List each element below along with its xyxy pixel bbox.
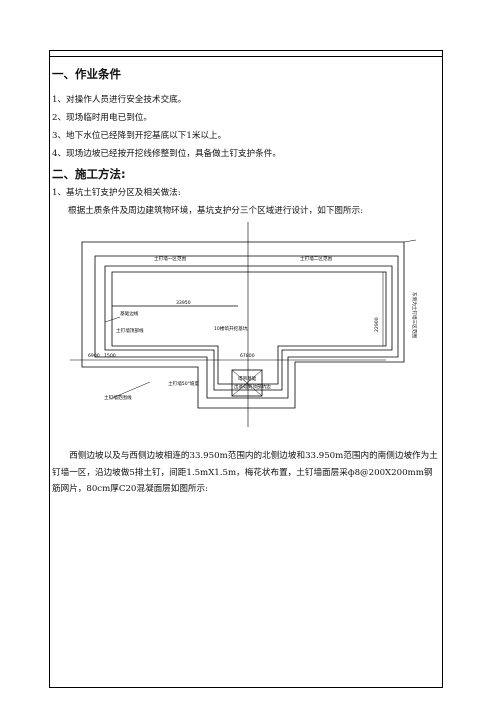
dim-22900: 22900 bbox=[374, 317, 380, 332]
label-slope: 土钉墙50°坡度 bbox=[168, 380, 200, 387]
section2-sub1: 1、基坑土钉支护分区及相关做法: bbox=[52, 188, 181, 198]
dim-6900: 6900 bbox=[88, 353, 100, 359]
zone2-label: 土钉墙二区范围 bbox=[300, 255, 333, 262]
wall-range-outer bbox=[81, 241, 405, 409]
pit-line bbox=[111, 271, 387, 385]
section1-item-3: 3、地下水位已经降到开挖基底以下1米以上。 bbox=[52, 131, 227, 141]
label-wall-range: 土钉墙范围线 bbox=[104, 394, 132, 401]
base-edge-line bbox=[104, 265, 393, 391]
table-top-bar bbox=[49, 50, 443, 57]
zoning-diagram: 土钉墙一区范围 土钉墙二区范围 33950 基础边线 土钉墙顶部线 10楼筑开挖… bbox=[70, 222, 418, 427]
section1-item-4: 4、现场边坡已经按开挖线修整到位，具备做土钉支护条件。 bbox=[52, 149, 281, 159]
section2-intro: 根据土质条件及周边建筑物环境，基坑支护分三个区域进行设计，如下图所示: bbox=[68, 206, 364, 216]
section1-item-1: 1、对操作人员进行安全技术交底。 bbox=[52, 95, 187, 105]
label-tenth-floor: 10楼筑开挖基坑 bbox=[214, 325, 248, 332]
zone1-label: 土钉墙一区范围 bbox=[154, 255, 187, 262]
section1-heading: 一、作业条件 bbox=[52, 67, 121, 81]
section2-heading: 二、施工方法: bbox=[52, 167, 126, 181]
wall-top-line bbox=[94, 255, 399, 399]
zone3-label: 东侧为土钉墙三区范围 bbox=[411, 292, 418, 338]
document-frame bbox=[49, 56, 443, 688]
dim-1500: 1500 bbox=[104, 353, 116, 359]
label-tower2: 出基础到顶部坑边 bbox=[234, 383, 271, 390]
label-tower: 塔吊基础 bbox=[238, 375, 257, 382]
section1-item-2: 2、现场临时用电已到位。 bbox=[52, 113, 152, 123]
dim-33950: 33950 bbox=[176, 300, 191, 306]
label-base-edge: 基础边线 bbox=[120, 310, 139, 317]
dim-67800: 67800 bbox=[240, 353, 255, 359]
method-paragraph: 西侧边坡以及与西侧边坡相连的33.950m范围内的北侧边坡和33.950m范围内… bbox=[52, 451, 438, 494]
label-wall-top: 土钉墙顶部线 bbox=[116, 327, 144, 334]
